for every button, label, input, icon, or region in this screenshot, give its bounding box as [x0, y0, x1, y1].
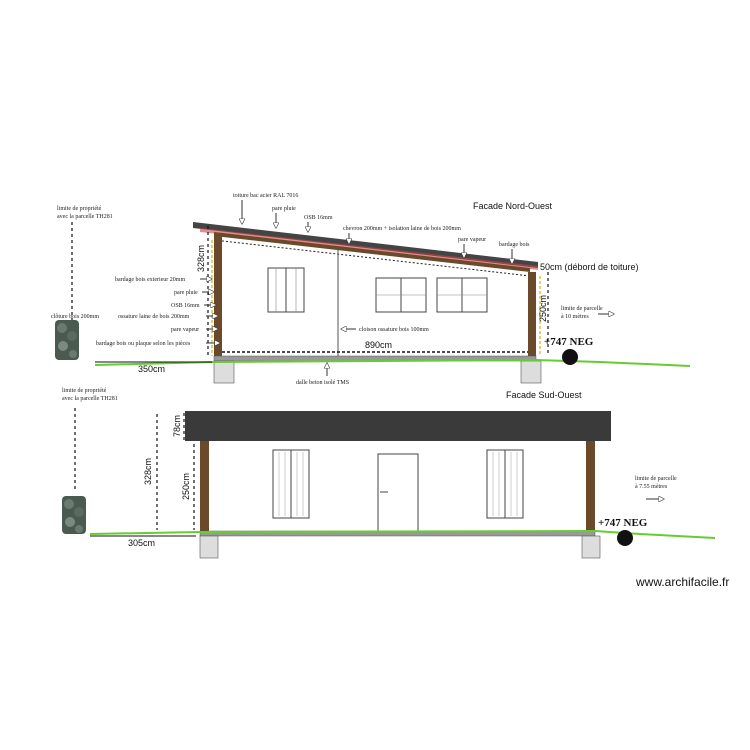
- debord-label: 50cm (débord de toiture): [540, 262, 639, 272]
- right-post: [586, 441, 595, 531]
- so-door: [377, 453, 419, 532]
- so-distance-left-label: 305cm: [128, 538, 155, 548]
- watermark: www.archifacile.fr: [635, 575, 729, 589]
- osb-top-label: OSB 16mm: [304, 215, 333, 221]
- window-left: [267, 267, 305, 313]
- so-level-label: +747 NEG: [598, 517, 648, 529]
- facade-so-title: Facade Sud-Ouest: [506, 390, 582, 400]
- roof-insulation-line: [213, 239, 531, 277]
- bardage-int-label: bardage bois ou plaque selon les pièces: [96, 341, 191, 347]
- window-right: [436, 277, 488, 313]
- so-roof-dim-label: 78cm: [172, 415, 182, 437]
- pare-vapeur-top-label: pare vapeur: [458, 237, 486, 243]
- so-height-total-label: 328cm: [143, 458, 153, 485]
- pare-vapeur-left-label: pare vapeur: [171, 327, 199, 333]
- cloison-label: cloison ossature bois 100mm: [359, 327, 429, 333]
- right-footing: [520, 360, 542, 384]
- chevron-label: chevron 200mm + isolation laine de bois …: [343, 226, 461, 232]
- so-window-right: [486, 449, 524, 519]
- level-marker-icon: [562, 349, 578, 365]
- so-limite-left-1: limite de propriété: [62, 388, 107, 394]
- roof-fascia: [185, 411, 611, 441]
- window-mid: [375, 277, 427, 313]
- pare-pluie-left-label: pare pluie: [174, 290, 198, 296]
- limite-right-2: à 10 mètres: [561, 314, 589, 320]
- stone-fence: [55, 320, 79, 360]
- so-height-wall-label: 250cm: [181, 473, 191, 500]
- right-wall: [528, 272, 536, 356]
- dalle-label: dalle beton isolé TMS: [296, 380, 349, 386]
- so-level-marker-icon: [617, 530, 633, 546]
- roof-rafter: [214, 232, 530, 272]
- so-limite-right-1: limite de parcelle: [635, 476, 677, 482]
- distance-left-label: 350cm: [138, 364, 165, 374]
- limite-left-2: avec la parcelle TH281: [57, 214, 113, 220]
- so-ground-line: [89, 529, 716, 539]
- toiture-label: toiture bac acier RAL 7016: [233, 193, 298, 199]
- bardage-top-label: bardage bois: [499, 242, 530, 248]
- height-total-label: 328cm: [196, 245, 206, 272]
- limite-right-1: limite de parcelle: [561, 306, 603, 312]
- so-left-footing: [199, 535, 219, 559]
- left-footing: [213, 360, 235, 384]
- width-label: 890cm: [365, 340, 392, 350]
- pare-pluie-top-label: pare pluie: [272, 206, 296, 212]
- ossature-label: ossature laine de bois 200mm: [118, 314, 190, 320]
- facade-no-title: Facade Nord-Ouest: [473, 201, 553, 211]
- cloture-label: clôture bois 200mm: [51, 314, 99, 320]
- osb-left-label: OSB 16mm: [171, 303, 200, 309]
- facade-nord-ouest: Facade Nord-Ouest: [51, 193, 691, 386]
- so-stone-fence: [62, 496, 86, 534]
- height-wall-label: 250cm: [538, 295, 548, 322]
- so-limite-right-2: à 7.55 mètres: [635, 484, 668, 490]
- bardage-ext-label: bardage bois exterieur 20mm: [115, 277, 185, 283]
- ground-line: [94, 358, 691, 367]
- left-wall: [214, 236, 222, 356]
- left-post: [200, 441, 209, 531]
- facade-sud-ouest: Facade Sud-Ouest: [62, 388, 716, 559]
- so-limite-left-2: avec la parcelle TH281: [62, 396, 118, 402]
- so-right-footing: [581, 535, 601, 559]
- so-window-left: [272, 449, 310, 519]
- level-label: +747 NEG: [544, 336, 594, 348]
- limite-left-1: limite de propriété: [57, 206, 102, 212]
